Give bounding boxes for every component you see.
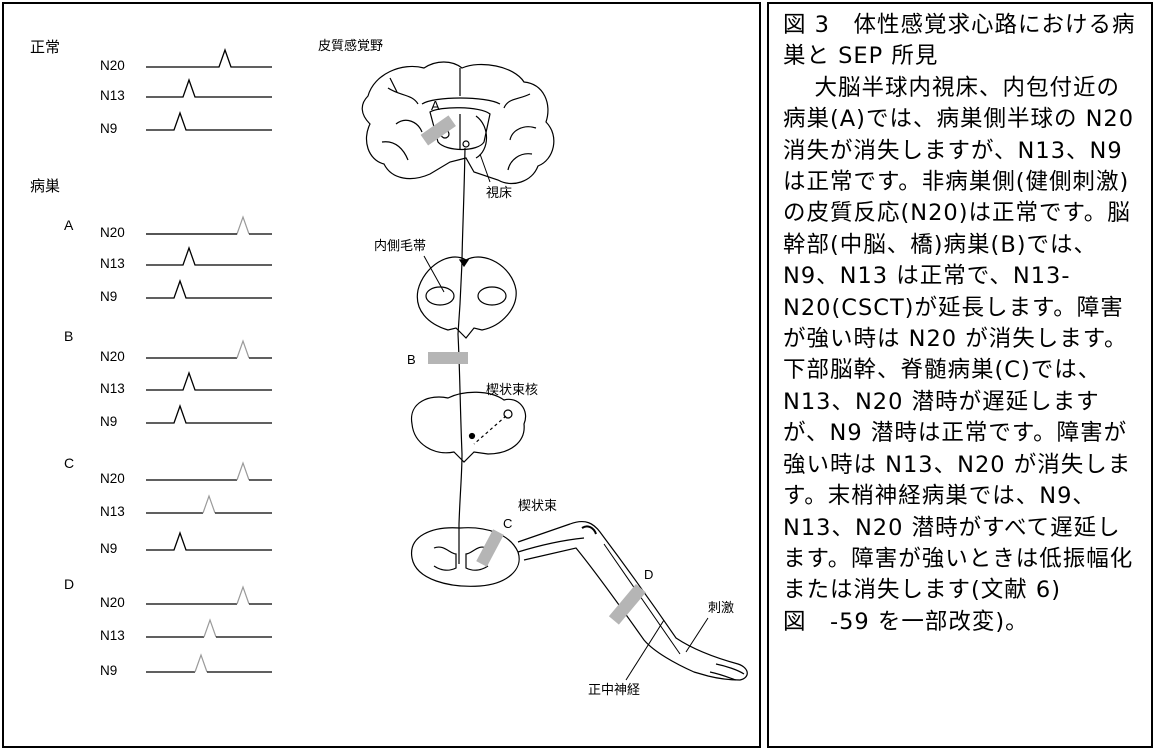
arm-outline [517, 520, 748, 681]
wave-name-N13: N13 [100, 504, 125, 519]
medial-lemniscus-label: 内側毛帯 [374, 238, 426, 254]
lesion-id-A: A [64, 217, 74, 233]
lesion-D-block: D N20 N13 N9 [64, 576, 272, 678]
normal-label: 正常 [30, 38, 60, 56]
brain-coronal-section [361, 61, 555, 185]
thalamus-label: 視床 [486, 186, 512, 201]
lesion-label-D: D [644, 567, 653, 582]
lesion-C-block: C N20 N13 N9 [64, 455, 272, 556]
trace-C-N9 [146, 531, 272, 551]
lesion-label: 病巣 [30, 177, 60, 195]
trace-A-N9 [146, 279, 272, 299]
wave-name-N9: N9 [100, 121, 117, 136]
caption-panel: 図 3 体性感覚求心路における病巣と SEP 所見 大脳半球内視床、内包付近の病… [767, 2, 1153, 748]
trace-A-N13 [146, 246, 272, 266]
trace-normal-N13 [146, 78, 272, 98]
caption-body: 大脳半球内視床、内包付近の病巣(A)では、病巣側半球の N20 消失が消失します… [783, 74, 1135, 635]
trace-D-N20 [236, 585, 250, 605]
wave-name-N20: N20 [100, 595, 125, 610]
wave-name-N20: N20 [100, 225, 125, 240]
caption-title: 図 3 体性感覚求心路における病巣と SEP 所見 [783, 12, 1136, 70]
lesion-id-D: D [64, 576, 74, 592]
lesion-bar-C [476, 529, 504, 567]
lesion-B-block: B N20 N13 N9 [64, 328, 272, 429]
trace-normal-N20 [146, 48, 272, 68]
lesion-bar-D [608, 584, 646, 625]
wave-name-N9: N9 [100, 289, 117, 304]
lesion-id-B: B [64, 328, 73, 344]
lesion-bar-A [420, 115, 456, 146]
trace-normal-N9 [146, 111, 272, 131]
trace-D-N9 [194, 653, 208, 673]
figure-panel: 正常 病巣 N20 N13 N9 A N20 N13 N9 B N20 N13 … [2, 2, 761, 748]
trace-A-N20 [146, 215, 250, 235]
wave-name-N13: N13 [100, 88, 125, 103]
lesion-bar-B [428, 352, 468, 364]
thalamus-pointer [479, 153, 491, 183]
trace-B-N13 [146, 371, 272, 391]
lesion-label-C: C [503, 516, 512, 531]
trace-C-N20 [236, 461, 250, 481]
stimulus-pointer [685, 617, 709, 653]
trace-B-N20 [236, 339, 250, 359]
trace-B-N9 [146, 404, 272, 424]
trace-C-N13 [202, 494, 216, 514]
lesion-label-B: B [407, 352, 416, 367]
sensory-pathway-line [457, 147, 466, 564]
wave-name-N13: N13 [100, 256, 125, 271]
medial-lemniscus-pointer [423, 255, 445, 293]
cuneate-nucleus-label: 楔状束核 [486, 383, 538, 398]
lesion-A-block: A N20 N13 N9 [64, 215, 272, 304]
median-nerve-label: 正中神経 [588, 683, 640, 698]
wave-name-N9: N9 [100, 663, 117, 678]
sep-pathway-figure: 正常 病巣 N20 N13 N9 A N20 N13 N9 B N20 N13 … [30, 38, 748, 698]
brainstem-section [416, 256, 517, 339]
normal-traces: N20 N13 N9 [100, 48, 272, 136]
cuneate-fasciculus-label: 楔状束 [518, 499, 557, 514]
cortex-label: 皮質感覚野 [318, 38, 383, 54]
wave-name-N9: N9 [100, 541, 117, 556]
wave-name-N9: N9 [100, 414, 117, 429]
spinal-cord-section [411, 527, 585, 587]
medulla-section [410, 391, 527, 463]
wave-name-N13: N13 [100, 381, 125, 396]
lesion-id-C: C [64, 455, 74, 471]
wave-name-N20: N20 [100, 349, 125, 364]
wave-name-N20: N20 [100, 471, 125, 486]
stimulus-label: 刺激 [708, 601, 734, 616]
median-nerve-pointer [625, 619, 665, 681]
wave-name-N20: N20 [100, 58, 125, 73]
trace-D-N13 [203, 618, 217, 638]
wave-name-N13: N13 [100, 628, 125, 643]
lesion-label-A: A [431, 98, 440, 113]
